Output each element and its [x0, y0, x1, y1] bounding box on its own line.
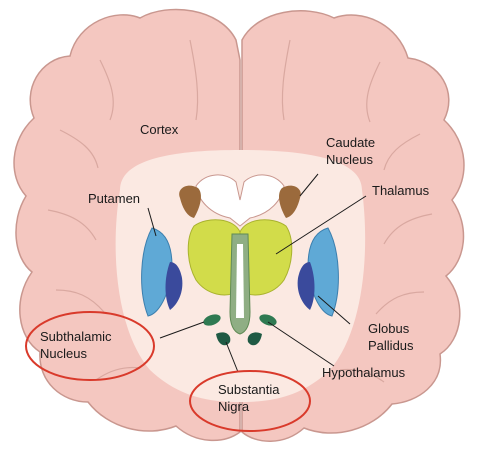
label-substantia-line2: Nigra	[218, 399, 250, 414]
third-ventricle-core	[236, 244, 244, 318]
label-putamen: Putamen	[88, 191, 140, 206]
label-cortex: Cortex	[140, 122, 179, 137]
label-globus-line1: Globus	[368, 321, 410, 336]
label-caudate-line1: Caudate	[326, 135, 375, 150]
label-substantia-line1: Substantia	[218, 382, 280, 397]
label-globus-line2: Pallidus	[368, 338, 414, 353]
label-subthalamic-line2: Nucleus	[40, 346, 87, 361]
label-thalamus: Thalamus	[372, 183, 430, 198]
label-hypothalamus: Hypothalamus	[322, 365, 406, 380]
label-caudate-line2: Nucleus	[326, 152, 373, 167]
label-subthalamic-line1: Subthalamic	[40, 329, 112, 344]
